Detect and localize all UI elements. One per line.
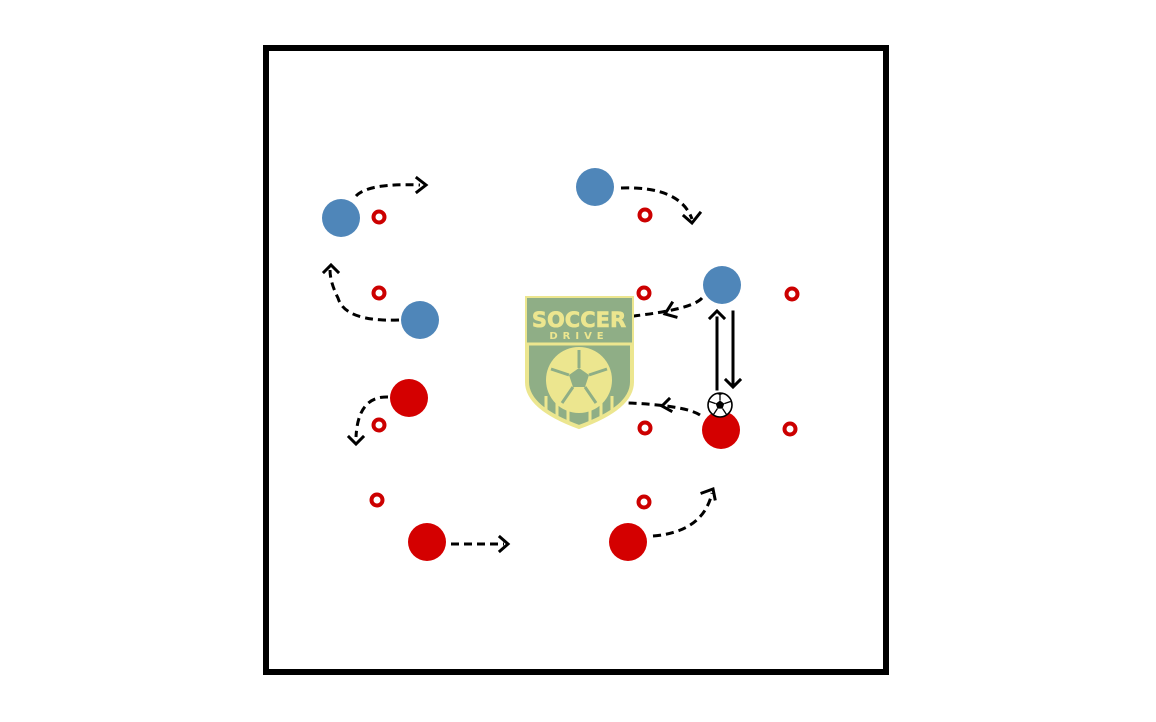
run-path — [652, 492, 714, 538]
chevron-right-icon — [414, 175, 429, 195]
chevron-up-icon — [700, 486, 717, 501]
chevron-down-icon — [723, 377, 743, 390]
cone-marker-icon — [637, 420, 653, 436]
cone-marker-icon — [369, 492, 385, 508]
logo-title: SOCCER — [532, 308, 626, 332]
run-path — [354, 183, 421, 198]
soccer-ball-icon — [707, 392, 733, 418]
logo-subtitle: DRIVE — [549, 331, 608, 342]
chevron-left-icon — [662, 300, 678, 319]
pass-arrows — [707, 308, 743, 391]
cone-marker-icon — [784, 286, 800, 302]
chevron-up-icon — [321, 262, 341, 275]
cones-group — [369, 207, 800, 510]
cone-marker-icon — [371, 285, 387, 301]
red-team — [390, 379, 740, 561]
blue-player — [401, 301, 439, 339]
blue-team — [322, 168, 741, 339]
red-player — [609, 523, 647, 561]
blue-player — [576, 168, 614, 206]
cone-marker-icon — [371, 417, 387, 433]
cone-marker-icon — [371, 209, 387, 225]
run-path — [328, 269, 400, 322]
blue-player — [322, 199, 360, 237]
red-player — [702, 411, 740, 449]
run-path — [579, 400, 701, 417]
movement-paths — [328, 183, 714, 546]
cone-marker-icon — [637, 207, 653, 223]
cone-marker-icon — [636, 494, 652, 510]
chevron-down-icon — [681, 210, 703, 226]
soccer-drive-crest-logo: SOCCER DRIVE — [525, 296, 634, 430]
cone-marker-icon — [636, 285, 652, 301]
cone-marker-icon — [782, 421, 798, 437]
blue-player — [703, 266, 741, 304]
red-player — [390, 379, 428, 417]
chevron-right-icon — [497, 534, 511, 554]
run-path — [354, 395, 389, 438]
chevron-down-icon — [346, 434, 366, 447]
chevron-up-icon — [707, 308, 727, 321]
chevron-left-icon — [659, 396, 674, 414]
red-player — [408, 523, 446, 561]
